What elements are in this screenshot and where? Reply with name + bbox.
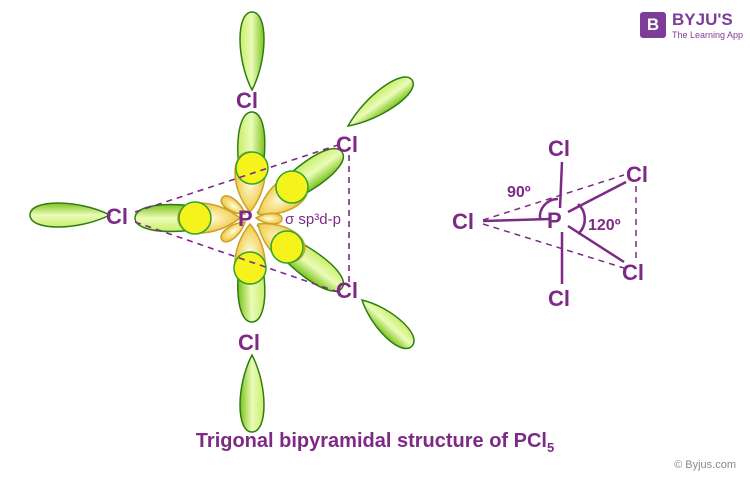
p-small-lobe (254, 212, 283, 225)
atom-cl-upper: Cl (336, 132, 358, 157)
overlap-left (178, 201, 212, 235)
orbital-lobes (29, 11, 415, 433)
bond-label: σ sp³d-p (285, 211, 341, 228)
cl-lobe-lower (360, 298, 415, 350)
copyright: © Byjus.com (674, 459, 736, 471)
atom-cl-left-right: Cl (452, 209, 474, 234)
cl-lobe-bottom (239, 353, 265, 433)
byjus-logo: B BYJU'S The Learning App (640, 10, 744, 40)
angle-90-label: 90º (507, 184, 531, 201)
overlap-bottom (233, 251, 267, 285)
atom-cl-top: Cl (236, 88, 258, 113)
atom-cl-axial-top-right: Cl (548, 136, 570, 161)
atom-cl-lower-right: Cl (622, 260, 644, 285)
triangle-dashes (134, 144, 350, 293)
atom-cl-left: Cl (106, 204, 128, 229)
atom-cl-bottom: Cl (238, 330, 260, 355)
atom-cl-upper-right: Cl (626, 162, 648, 187)
logo-mark: B (640, 12, 666, 38)
p-small-lobe (220, 195, 247, 215)
cl-lobe-top (239, 11, 265, 92)
atom-cl-axial-bottom-right: Cl (548, 286, 570, 311)
atom-cl-lower: Cl (336, 278, 358, 303)
angle-120-label: 120º (588, 217, 621, 234)
right-bond-lines (482, 161, 637, 284)
overlap-lower (270, 230, 304, 264)
overlap-upper (275, 170, 309, 204)
caption: Trigonal bipyramidal structure of PCl5 (195, 430, 555, 455)
atom-p: P (238, 206, 253, 231)
overlap-top (235, 151, 269, 185)
atom-p-right: P (547, 208, 562, 233)
p-small-lobe (220, 221, 247, 243)
logo-tagline: The Learning App (672, 30, 744, 40)
cl-lobe-left (29, 202, 112, 228)
logo-name: BYJU'S (672, 10, 733, 29)
cl-lobe-upper (346, 76, 414, 128)
